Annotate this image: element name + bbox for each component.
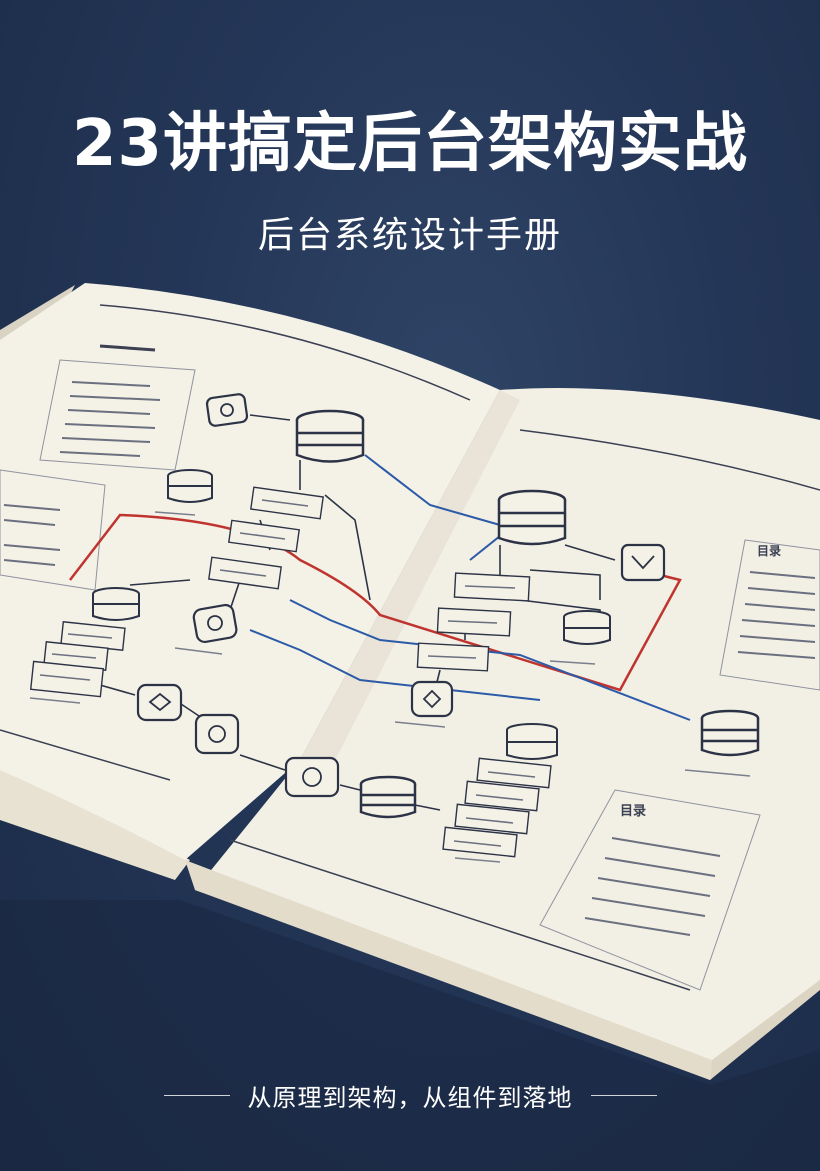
database-icon: [167, 469, 213, 503]
database-icon: [563, 610, 611, 645]
service-icon: [194, 713, 240, 755]
database-icon: [92, 587, 140, 621]
database-icon: [359, 775, 417, 819]
cover-title: 23讲搞定后台架构实战: [71, 107, 749, 181]
service-icon: [410, 680, 454, 718]
cover-subtitle: 后台系统设计手册: [257, 215, 562, 256]
footer-rule-right: [590, 1095, 657, 1096]
service-icon: [136, 683, 183, 722]
service-icon: [205, 393, 249, 427]
service-icon: [284, 756, 340, 798]
footer-rule-left: [163, 1095, 230, 1096]
gateway-icon: [620, 543, 666, 582]
footer-tagline-row: 从原理到架构，从组件到落地: [0, 1078, 820, 1113]
database-icon: [506, 723, 558, 760]
database-icon: [295, 409, 365, 463]
database-icon: [497, 489, 567, 546]
right-page-heading-1: 目录: [757, 544, 781, 558]
database-icon: [700, 709, 760, 757]
right-page-heading-2: 目录: [620, 804, 646, 819]
service-icon: [192, 603, 238, 644]
footer-tagline: 从原理到架构，从组件到落地: [247, 1084, 573, 1112]
